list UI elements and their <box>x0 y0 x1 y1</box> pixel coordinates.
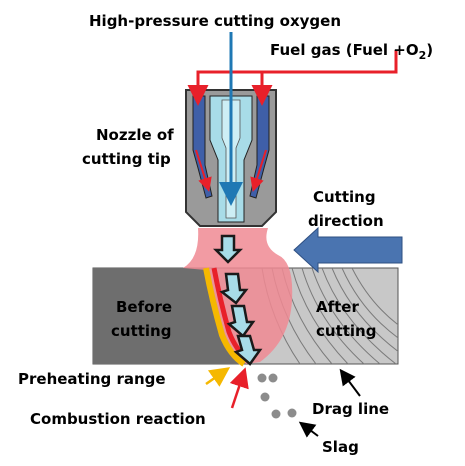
fuel-gas-label: Fuel gas (Fuel +O2) <box>270 41 433 62</box>
after-cut-label-line2: cutting <box>316 322 376 340</box>
nozzle-label-line1: Nozzle of <box>96 126 174 144</box>
drag-line-pointer <box>339 368 361 397</box>
preheating-range <box>203 267 246 367</box>
slag-pointer <box>298 421 319 438</box>
workpiece-before-cut <box>93 268 244 364</box>
preheating-label: Preheating range <box>18 370 166 388</box>
before-cut-label-line1: Before <box>116 298 172 316</box>
kerf-flow-arrows <box>212 234 263 366</box>
drag-line-label: Drag line <box>312 400 389 418</box>
cutting-direction-arrow <box>293 226 403 274</box>
after-cut-label-line1: After <box>316 298 359 316</box>
direction-label-line2: direction <box>308 212 384 230</box>
before-cut-label-line2: cutting <box>111 322 171 340</box>
slag-particles <box>257 373 297 419</box>
preheating-pointer <box>205 367 231 387</box>
combustion-label: Combustion reaction <box>30 410 206 428</box>
fuel-flow-left <box>195 149 212 192</box>
combustion-pointer <box>229 367 249 409</box>
drag-lines <box>261 268 398 364</box>
fuel-flow-right <box>250 149 267 192</box>
fuel-gas-lines <box>187 50 398 106</box>
nozzle-label-line2: cutting tip <box>82 150 171 168</box>
direction-label-line1: Cutting <box>313 188 376 206</box>
slag-label: Slag <box>322 438 359 456</box>
nozzle-channel-left <box>192 95 213 199</box>
oxygen-label: High-pressure cutting oxygen <box>89 12 341 30</box>
